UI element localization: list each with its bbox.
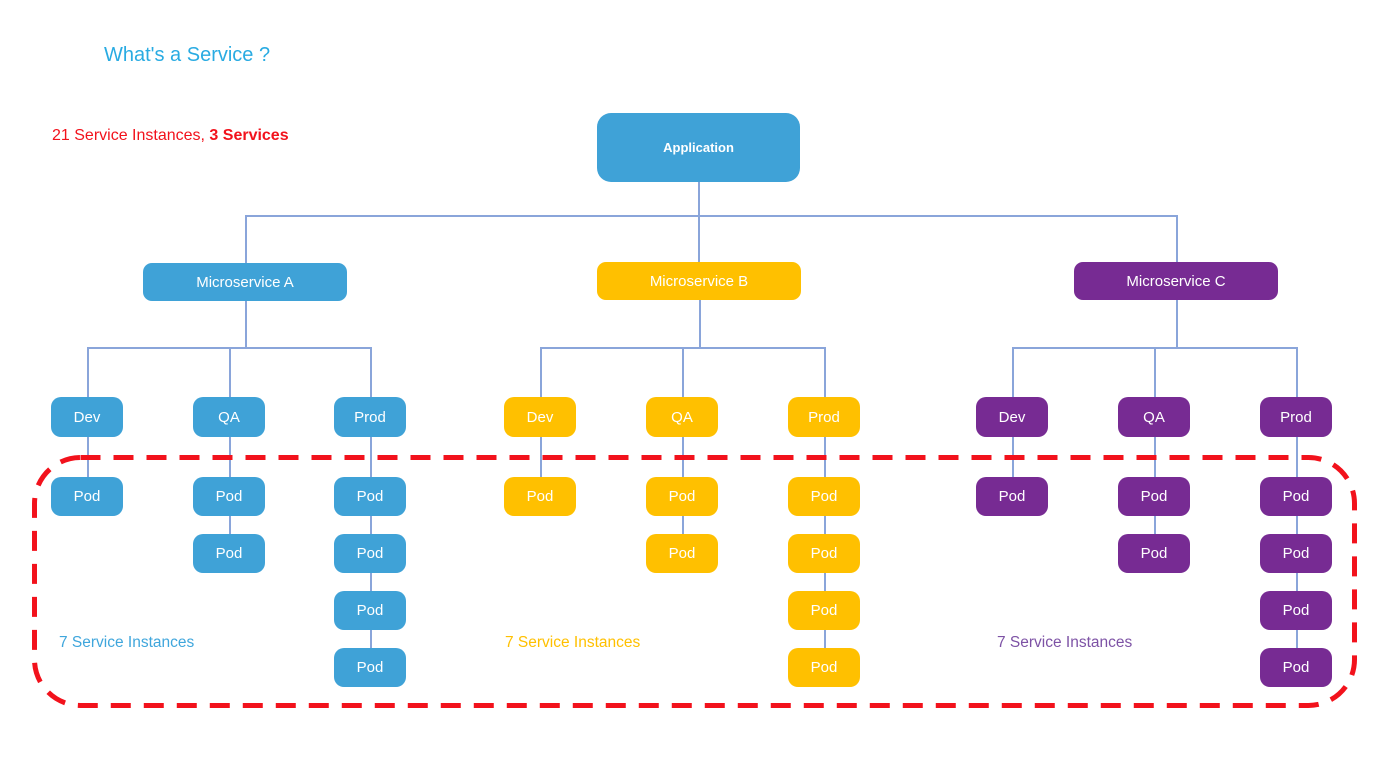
microservice-c-qa-node: QA [1118, 397, 1190, 437]
connector-line [1296, 516, 1298, 534]
connector-line [1296, 437, 1298, 477]
connector-line [540, 347, 542, 397]
group-a-instance-count-label: 7 Service Instances [59, 634, 195, 651]
microservice-c-dev-node: Dev [976, 397, 1048, 437]
connector-line [229, 516, 231, 534]
connector-line [1012, 437, 1014, 477]
pod-node: Pod [1260, 648, 1332, 687]
connector-line [370, 630, 372, 648]
microservice-b-node: Microservice B [597, 262, 801, 300]
pod-node: Pod [1260, 591, 1332, 630]
connector-line [87, 347, 370, 349]
connector-line [245, 215, 1176, 217]
pod-node: Pod [334, 648, 406, 687]
connector-line [1296, 573, 1298, 591]
connector-line [370, 347, 372, 397]
connector-line [824, 630, 826, 648]
pod-node: Pod [193, 534, 265, 573]
connector-line [229, 347, 231, 397]
pod-node: Pod [504, 477, 576, 516]
connector-line [699, 300, 701, 347]
instance-count-heading: 21 Service Instances, 3 Services [52, 127, 289, 145]
microservice-b-qa-node: QA [646, 397, 718, 437]
microservice-a-node: Microservice A [143, 263, 347, 301]
connector-line [824, 573, 826, 591]
pod-node: Pod [646, 534, 718, 573]
pod-node: Pod [1118, 534, 1190, 573]
connector-line [1296, 630, 1298, 648]
pod-node: Pod [1118, 477, 1190, 516]
connector-line [824, 347, 826, 397]
connector-line [229, 437, 231, 477]
connector-line [540, 437, 542, 477]
pod-node: Pod [334, 477, 406, 516]
connector-line [245, 215, 247, 264]
connector-line [682, 437, 684, 477]
connector-line [682, 516, 684, 534]
connector-line [87, 437, 89, 477]
group-b-instance-count-label: 7 Service Instances [505, 634, 641, 651]
pod-node: Pod [646, 477, 718, 516]
services-count-text: 3 Services [209, 127, 289, 144]
connector-line [1012, 347, 1014, 397]
connector-line [370, 437, 372, 477]
microservice-a-prod-node: Prod [334, 397, 406, 437]
page-title: What's a Service ? [104, 44, 271, 66]
pod-node: Pod [976, 477, 1048, 516]
connector-line [824, 437, 826, 477]
connector-line [1154, 347, 1156, 397]
connector-line [1296, 347, 1298, 397]
connector-line [1154, 516, 1156, 534]
connector-line [245, 301, 247, 347]
connector-line [682, 347, 684, 397]
connector-line [698, 215, 700, 262]
microservice-c-node: Microservice C [1074, 262, 1278, 300]
connector-line [698, 182, 700, 215]
pod-node: Pod [334, 591, 406, 630]
pod-node: Pod [334, 534, 406, 573]
connector-line [370, 573, 372, 591]
microservice-b-prod-node: Prod [788, 397, 860, 437]
group-c-instance-count-label: 7 Service Instances [997, 634, 1133, 651]
connector-line [1154, 437, 1156, 477]
instance-count-text: 21 Service Instances, [52, 127, 210, 144]
pod-node: Pod [51, 477, 123, 516]
pod-node: Pod [1260, 477, 1332, 516]
microservice-c-prod-node: Prod [1260, 397, 1332, 437]
connector-line [1176, 215, 1178, 262]
connector-line [1176, 300, 1178, 347]
pod-node: Pod [788, 534, 860, 573]
connector-line [370, 516, 372, 534]
pod-node: Pod [788, 477, 860, 516]
microservice-b-dev-node: Dev [504, 397, 576, 437]
connector-line [87, 347, 89, 397]
pod-node: Pod [1260, 534, 1332, 573]
pod-node: Pod [788, 591, 860, 630]
pod-node: Pod [788, 648, 860, 687]
microservice-a-dev-node: Dev [51, 397, 123, 437]
pod-node: Pod [193, 477, 265, 516]
microservice-a-qa-node: QA [193, 397, 265, 437]
application-node: Application [597, 113, 800, 182]
connector-line [824, 516, 826, 534]
